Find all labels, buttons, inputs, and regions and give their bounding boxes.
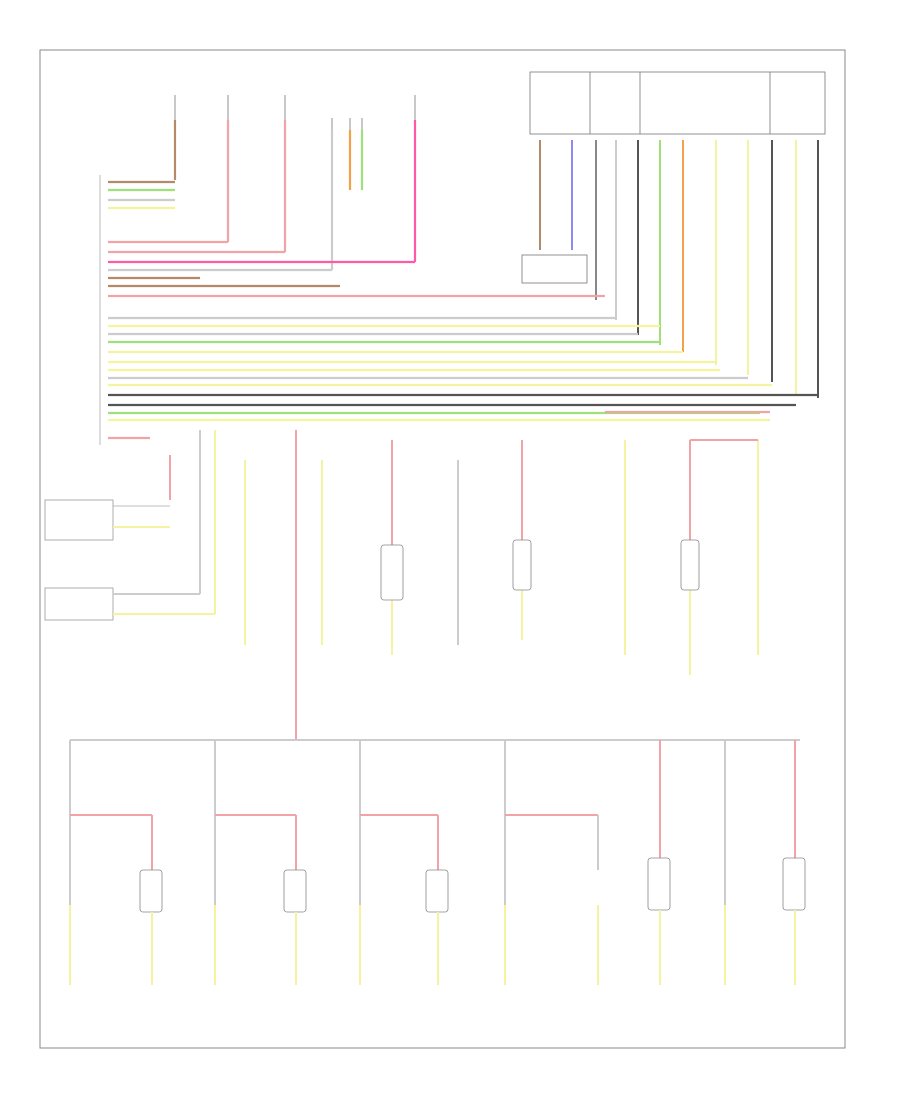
- middle-row-lamps: [380, 539, 700, 601]
- lower-bus: [69, 739, 800, 905]
- diagram-border: [39, 49, 846, 1049]
- fuse-group-top: [174, 95, 416, 175]
- switch-vertical-wires: [539, 140, 819, 398]
- lower-ground-wires: [69, 905, 796, 985]
- middle-row-devices: [244, 430, 759, 740]
- lower-lamps: [139, 857, 806, 913]
- fuse-wire-colors: [173, 120, 417, 270]
- left-modules: [44, 430, 216, 621]
- light-switch-unit: [521, 71, 826, 284]
- harness-wires: [108, 180, 818, 440]
